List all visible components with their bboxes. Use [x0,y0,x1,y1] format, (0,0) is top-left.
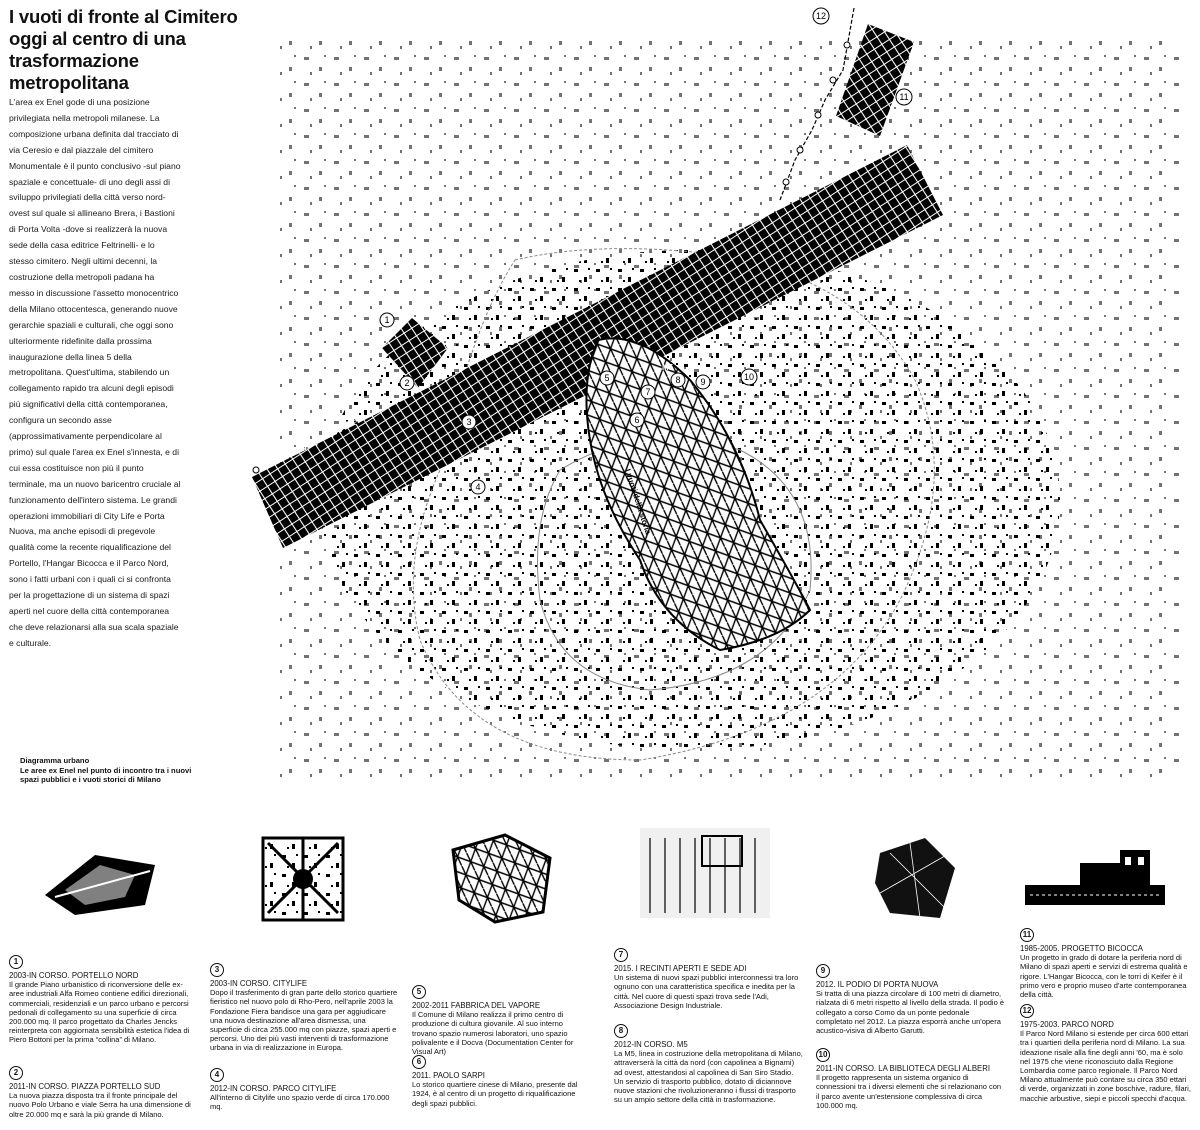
marker-5: 5 [604,373,609,383]
entry-5: 5 2002-2011 FABBRICA DEL VAPORE Il Comun… [412,985,582,1056]
entry-number: 4 [210,1068,224,1082]
urban-diagram-map: Nuovi spazi pubblici I vuoti della stori… [252,7,1180,780]
map-markers: 1 2 3 4 5 6 7 8 9 10 11 12 [379,7,913,495]
entry-body: Dopo il trasferimento di gran parte dell… [210,988,398,1053]
entry-number: 2 [9,1066,23,1080]
entry-number: 5 [412,985,426,999]
bicocca-fragment [836,24,914,136]
marker-10: 10 [744,372,754,382]
entry-11: 11 1985-2005. PROGETTO BICOCCA Un proget… [1020,928,1192,999]
metro-stop [796,146,804,154]
entry-heading: 1985-2005. PROGETTO BICOCCA [1020,944,1143,953]
entry-heading: 2012-IN CORSO. PARCO CITYLIFE [210,1084,337,1093]
entry-heading: 2012-IN CORSO. M5 [614,1040,688,1049]
portello-fragment [382,318,448,388]
thumb-sarpi [451,833,552,924]
entry-body: Lo storico quartiere cinese di Milano, p… [412,1080,578,1108]
entry-9: 9 2012. IL PODIO DI PORTA NUOVA Si tratt… [816,964,1006,1035]
entry-heading: 2012. IL PODIO DI PORTA NUOVA [816,980,939,989]
entry-number: 9 [816,964,830,978]
diagram-caption: Diagramma urbano Le aree ex Enel nel pun… [20,756,210,785]
entry-10: 10 2011-IN CORSO. LA BIBLIOTECA DEGLI AL… [816,1048,1006,1110]
thumb-citylife [261,836,345,922]
entry-8: 8 2012-IN CORSO. M5 La M5, linea in cost… [614,1024,804,1104]
metro-stop [782,178,790,186]
ring-road [412,248,935,761]
entry-4: 4 2012-IN CORSO. PARCO CITYLIFE All'inte… [210,1068,398,1112]
marker-4: 4 [475,482,480,492]
marker-8: 8 [675,375,680,385]
entry-heading: 2003-IN CORSO. CITYLIFE [210,979,308,988]
marker-3: 3 [466,417,471,427]
entry-body: Un progetto in grado di dotare la perife… [1020,953,1188,1000]
entry-number: 10 [816,1048,830,1062]
entry-number: 1 [9,955,23,969]
entry-body: All'interno di Citylife uno spazio verde… [210,1093,390,1112]
entry-number: 11 [1020,928,1034,942]
marker-9: 9 [700,377,705,387]
entry-body: La M5, linea in costruzione della metrop… [614,1049,803,1105]
entry-3: 3 2003-IN CORSO. CITYLIFE Dopo il trasfe… [210,963,398,1053]
entry-body: La nuova piazza disposta tra il fronte p… [9,1091,191,1119]
metro-label: M5 [662,363,674,372]
entry-7: 7 2015. I RECINTI APERTI E SEDE ADI Un s… [614,948,804,1010]
metro-stop [814,111,822,119]
entry-heading: 2011-IN CORSO. LA BIBLIOTECA DEGLI ALBER… [816,1064,991,1073]
thumb-portello [45,855,155,915]
caption-title: Diagramma urbano [20,756,90,765]
entry-body: Il grande Piano urbanistico di riconvers… [9,980,190,1045]
marker-2: 2 [404,378,409,388]
entry-number: 6 [412,1055,426,1069]
entry-body: Il Comune di Milano realizza il primo ce… [412,1010,574,1057]
marker-1: 1 [384,315,389,325]
marker-7: 7 [645,387,650,397]
thumb-bicocca [1025,850,1165,905]
metro-stop [843,41,851,49]
entry-number: 7 [614,948,628,962]
entry-body: Il Parco Nord Milano si estende per circ… [1020,1029,1191,1103]
entry-2: 2 2011-IN CORSO. PIAZZA PORTELLO SUD La … [9,1066,197,1119]
metro-stop [252,466,260,474]
entry-body: Un sistema di nuovi spazi pubblici inter… [614,973,799,1010]
entry-body: Si tratta di una piazza circolare di 100… [816,989,1005,1036]
entry-body: Il progetto rappresenta un sistema organ… [816,1073,1002,1110]
entry-heading: 2011. PAOLO SARPI [412,1071,485,1080]
entry-heading: 1975-2003. PARCO NORD [1020,1020,1114,1029]
entry-heading: 2015. I RECINTI APERTI E SEDE ADI [614,964,747,973]
entry-heading: 2011-IN CORSO. PIAZZA PORTELLO SUD [9,1082,161,1091]
entry-6: 6 2011. PAOLO SARPI Lo storico quartiere… [412,1055,582,1108]
marker-11: 11 [899,92,908,102]
entry-number: 3 [210,963,224,977]
thumb-recinti [640,828,770,918]
entry-12: 12 1975-2003. PARCO NORD Il Parco Nord M… [1020,1004,1192,1103]
thumb-biblioteca [875,838,955,919]
marker-6: 6 [634,415,639,425]
page-title: I vuoti di fronte al Cimitero oggi al ce… [9,6,238,93]
entry-number: 8 [614,1024,628,1038]
entry-heading: 2003-IN CORSO. PORTELLO NORD [9,971,139,980]
entry-heading: 2002-2011 FABBRICA DEL VAPORE [412,1001,541,1010]
metro-stop [829,76,837,84]
marker-12: 12 [816,11,826,21]
entry-1: 1 2003-IN CORSO. PORTELLO NORD Il grande… [9,955,197,1045]
entry-number: 12 [1020,1004,1034,1018]
intro-text: L'area ex Enel gode di una posizione pri… [9,97,181,648]
caption-text: Le aree ex Enel nel punto di incontro tr… [20,765,192,785]
